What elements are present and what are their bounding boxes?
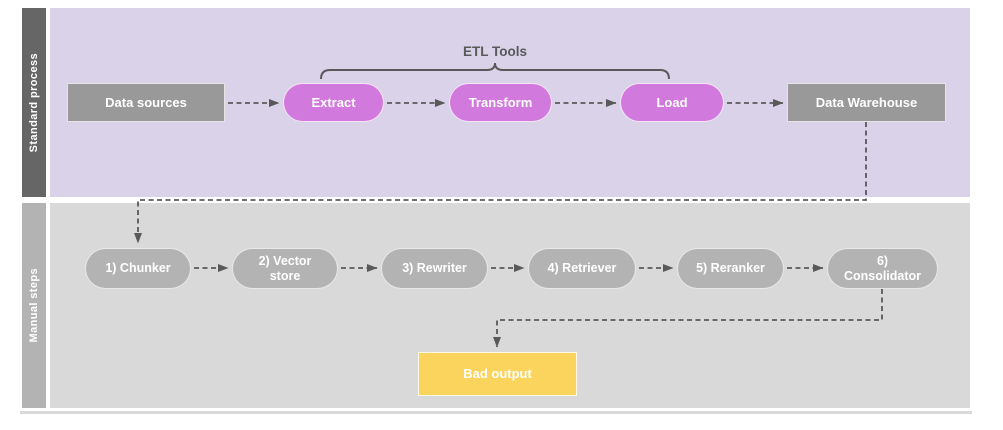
node-bad-output: Bad output (418, 352, 577, 396)
node-load: Load (620, 83, 724, 122)
node-data-warehouse: Data Warehouse (787, 83, 946, 122)
etl-tools-label: ETL Tools (463, 44, 527, 59)
node-data-sources: Data sources (67, 83, 225, 122)
node-consolidator: 6) Consolidator (827, 248, 938, 289)
lane-standard-process-title: Standard process (28, 52, 40, 153)
node-reranker: 5) Reranker (677, 248, 784, 289)
node-vector-store: 2) Vector store (232, 248, 338, 289)
bottom-divider (20, 411, 972, 414)
node-chunker: 1) Chunker (85, 248, 191, 289)
node-retriever: 4) Retriever (528, 248, 636, 289)
node-rewriter: 3) Rewriter (381, 248, 488, 289)
lane-manual-steps-label: Manual steps (22, 203, 46, 408)
node-transform: Transform (449, 83, 552, 122)
node-extract: Extract (283, 83, 384, 122)
lane-standard-process-label: Standard process (22, 8, 46, 197)
lane-manual-steps-title: Manual steps (28, 268, 40, 343)
etl-tools-brace (320, 62, 670, 80)
